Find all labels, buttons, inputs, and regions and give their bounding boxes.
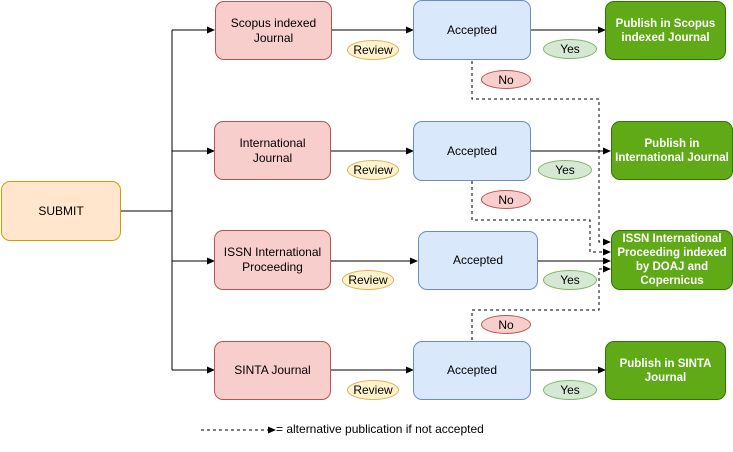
no-badge-4: No bbox=[481, 315, 531, 334]
yes-label-3: Yes bbox=[560, 273, 580, 287]
no-label-4: No bbox=[498, 317, 514, 332]
yes-badge-4: Yes bbox=[543, 380, 597, 400]
alt-path-2 bbox=[471, 181, 611, 256]
yes-label-4: Yes bbox=[560, 383, 580, 397]
accepted-box-4: Accepted bbox=[413, 341, 531, 400]
accepted-label-4: Accepted bbox=[446, 363, 498, 377]
outcome-international-label: Publish in International Journal bbox=[615, 137, 729, 164]
accepted-box-2: Accepted bbox=[413, 121, 531, 181]
outcome-sinta: Publish in SINTA Journal bbox=[605, 341, 726, 400]
review-badge-2: Review bbox=[347, 160, 399, 180]
review-badge-4: Review bbox=[347, 380, 399, 400]
review-badge-3: Review bbox=[342, 270, 394, 290]
outcome-scopus-label: Publish in Scopus indexed Journal bbox=[615, 17, 716, 44]
legend-label: = alternative publication if not accepte… bbox=[276, 422, 484, 436]
no-badge-2: No bbox=[481, 190, 531, 209]
alt-path-1 bbox=[471, 61, 611, 246]
yes-badge-1: Yes bbox=[543, 39, 597, 59]
venue-sinta: SINTA Journal bbox=[214, 341, 331, 400]
review-label-1: Review bbox=[353, 43, 393, 57]
accepted-label-2: Accepted bbox=[446, 143, 498, 158]
accepted-label-3: Accepted bbox=[452, 253, 504, 267]
review-badge-1: Review bbox=[347, 40, 399, 60]
venue-international-label: International Journal bbox=[239, 135, 306, 165]
review-label-3: Review bbox=[348, 273, 388, 287]
yes-badge-2: Yes bbox=[538, 160, 592, 180]
venue-issn-label: ISSN International Proceeding bbox=[223, 245, 322, 274]
no-label-1: No bbox=[498, 72, 514, 87]
venue-sinta-label: SINTA Journal bbox=[234, 363, 311, 377]
outcome-scopus: Publish in Scopus indexed Journal bbox=[605, 1, 726, 60]
review-label-2: Review bbox=[353, 163, 393, 177]
venue-scopus: Scopus indexed Journal bbox=[215, 1, 332, 60]
review-label-4: Review bbox=[353, 383, 393, 397]
yes-label-1: Yes bbox=[560, 42, 580, 56]
yes-badge-3: Yes bbox=[543, 270, 597, 290]
submit-label: SUBMIT bbox=[38, 203, 84, 218]
outcome-issn-label: ISSN International Proceeding indexed by… bbox=[617, 233, 727, 287]
accepted-box-3: Accepted bbox=[418, 231, 538, 290]
yes-label-2: Yes bbox=[555, 163, 575, 177]
outcome-issn-proceeding: ISSN International Proceeding indexed by… bbox=[611, 230, 733, 290]
submit-box: SUBMIT bbox=[1, 181, 121, 241]
venue-scopus-label: Scopus indexed Journal bbox=[230, 15, 317, 45]
outcome-sinta-label: Publish in SINTA Journal bbox=[619, 357, 712, 384]
outcome-international: Publish in International Journal bbox=[611, 121, 733, 180]
venue-issn-proceeding: ISSN International Proceeding bbox=[214, 230, 331, 290]
no-label-2: No bbox=[498, 192, 514, 207]
venue-international: International Journal bbox=[214, 121, 331, 180]
alt-path-4 bbox=[471, 265, 611, 340]
accepted-label-1: Accepted bbox=[446, 22, 498, 37]
accepted-box-1: Accepted bbox=[413, 0, 531, 60]
no-badge-1: No bbox=[481, 70, 531, 89]
